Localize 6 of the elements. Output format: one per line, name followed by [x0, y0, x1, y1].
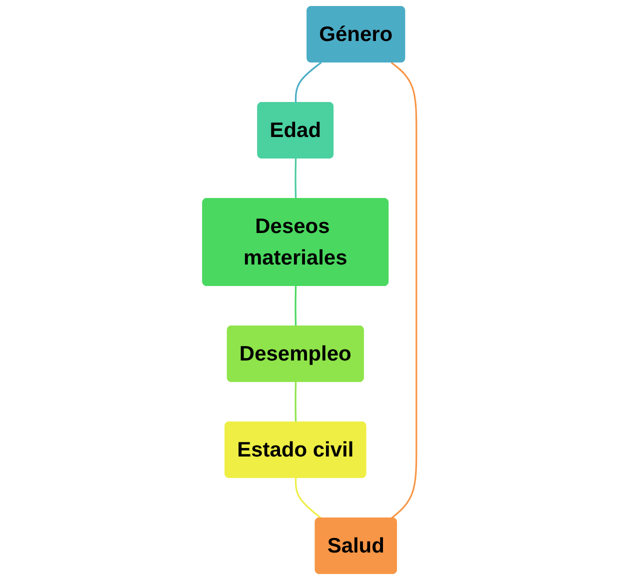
connector [294, 158, 297, 199]
connector [294, 286, 297, 326]
connector [390, 62, 418, 519]
connector [294, 382, 297, 422]
connector [294, 478, 322, 519]
connector [294, 62, 322, 103]
